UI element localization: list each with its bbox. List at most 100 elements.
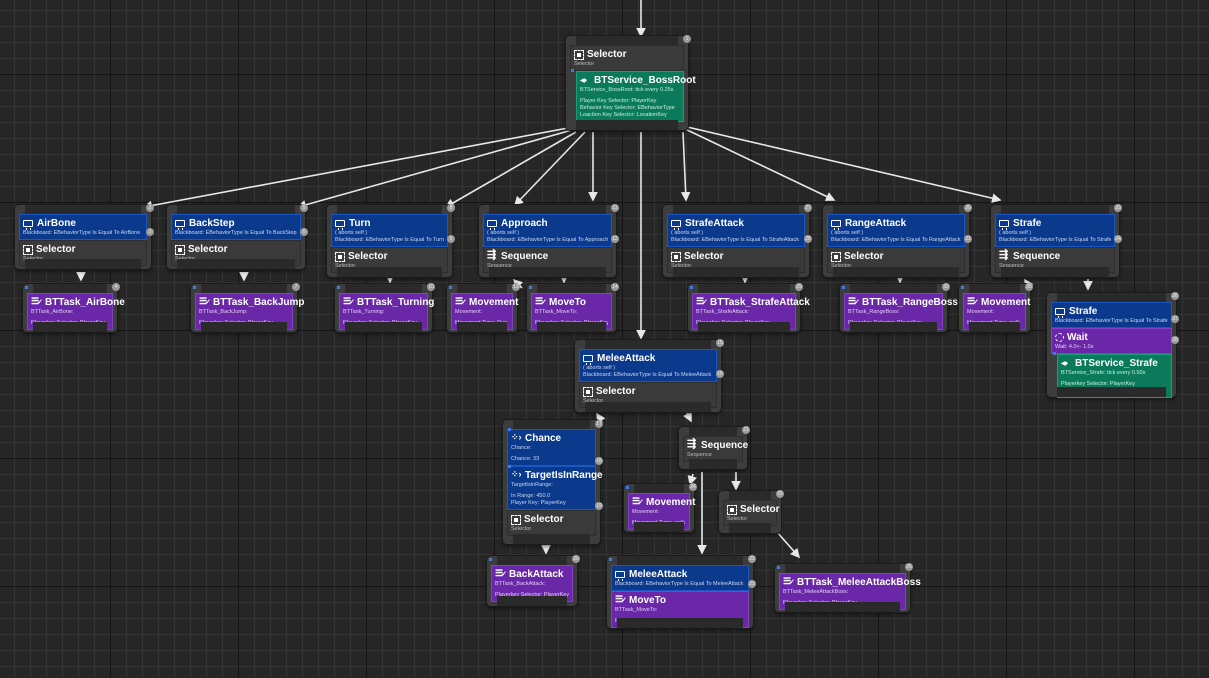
service-icon — [1061, 358, 1072, 371]
task-section[interactable]: BTTask_Turning BTTask_Turning: Playerkey… — [339, 293, 434, 330]
node-title: Sequence — [501, 251, 549, 262]
breakpoint-marker — [571, 69, 574, 72]
melee-sequence-node[interactable]: 21 Sequence Sequence — [679, 426, 750, 469]
node-detail: Movement: — [455, 309, 483, 315]
composite-selector[interactable]: Selector Selector — [667, 247, 805, 273]
root-selector-node[interactable]: 1 Selector Selector BTService_BossRoot B… — [566, 35, 696, 130]
node-detail: BTTask_Turning: — [343, 309, 385, 315]
task-section[interactable]: BTTask_MeleeAttackBoss BTTask_MeleeAttac… — [779, 573, 921, 610]
node-title: Chance — [525, 433, 562, 444]
approach-movement-node[interactable]: 13 Movement Movement: Movement Type: Run — [447, 283, 520, 332]
task-section[interactable]: MoveTo BTTask_MoveTo: Playerkey Selector… — [531, 293, 612, 330]
composite-selector[interactable]: Selector Selector — [827, 247, 965, 273]
node-detail: Wait: 4.0+- 1.0s — [1055, 344, 1094, 350]
execution-index-badge: 35 — [1025, 283, 1033, 291]
melee-selector-node[interactable]: 25 Selector Selector — [719, 490, 784, 533]
meleeattack-node[interactable]: 15 16 MeleeAttack ( aborts self ) Blackb… — [575, 339, 724, 412]
composite-selector[interactable]: Selector Selector — [19, 240, 147, 266]
execution-index-badge: 32 — [942, 283, 950, 291]
execution-index-badge: 19 — [595, 502, 603, 510]
turn-node[interactable]: 8 9 Turn ( aborts self ) Blackboard: EBe… — [327, 204, 455, 277]
task-strafeattack-node[interactable]: 29 BTTask_StrafeAttack BTTask_StrafeAtta… — [688, 283, 810, 332]
execution-index-badge: 17 — [595, 420, 603, 428]
task-airbone-node[interactable]: 4 BTTask_AirBone BTTask_AirBone: Playerk… — [23, 283, 125, 332]
task-section[interactable]: Movement Movement: Movement Type: walk — [963, 293, 1030, 330]
node-detail: BTService_BossRoot: tick every 0.25s — [580, 87, 674, 93]
melee-movement-node[interactable]: 24 Movement Movement: Movement Type: wal… — [624, 483, 697, 532]
composite-sequence[interactable]: Sequence Sequence — [995, 247, 1115, 273]
selector-icon — [175, 244, 185, 255]
task-turning-node[interactable]: 10 BTTask_Turning BTTask_Turning: Player… — [335, 283, 435, 332]
airbone-node[interactable]: 2 3 AirBone Blackboard: EBehaviorType Is… — [15, 204, 154, 269]
decorator-targetisinrange[interactable]: TargetIsInRange TargetIsInRange: In Rang… — [507, 465, 603, 510]
decorator-blackboard[interactable]: Approach ( aborts self ) Blackboard: EBe… — [483, 214, 612, 247]
node-subtitle: Sequence — [487, 263, 512, 269]
task-section[interactable]: BTTask_RangeBoss BTTask_RangeBoss: Playe… — [844, 293, 958, 330]
node-title: Selector — [36, 244, 76, 255]
blackboard-icon — [1055, 308, 1065, 318]
node-title: BackAttack — [509, 569, 564, 580]
decorator-blackboard[interactable]: Strafe Blackboard: EBehaviorType Is Equa… — [1051, 302, 1172, 328]
strafe-wait-node[interactable]: 36 37 38 Strafe Blackboard: EBehaviorTyp… — [1047, 292, 1179, 398]
composite-selector[interactable]: Selector Selector — [171, 240, 301, 266]
node-detail: Player Key: PlayerKey — [511, 500, 566, 506]
composite-selector[interactable]: Selector Selector — [570, 45, 684, 71]
decorator-blackboard[interactable]: Turn ( aborts self ) Blackboard: EBehavi… — [331, 214, 448, 247]
decorator-blackboard[interactable]: Strafe ( aborts self ) Blackboard: EBeha… — [995, 214, 1115, 247]
wire-root-strafe — [682, 125, 1002, 203]
task-backjump-node[interactable]: 7 BTTask_BackJump BTTask_BackJump: Playe… — [191, 283, 305, 332]
strafe-node[interactable]: 33 34 Strafe ( aborts self ) Blackboard:… — [991, 204, 1122, 277]
decorator-blackboard[interactable]: MeleeAttack ( aborts self ) Blackboard: … — [579, 349, 717, 382]
melee-moveto-node[interactable]: 22 23 MeleeAttack Blackboard: EBehaviorT… — [607, 555, 756, 628]
composite-sequence[interactable]: Sequence Sequence — [683, 436, 748, 462]
task-section[interactable]: BTTask_AirBone BTTask_AirBone: Playerkey… — [27, 293, 125, 330]
node-title: Movement — [646, 497, 696, 508]
task-wait[interactable]: Wait Wait: 4.0+- 1.0s — [1051, 328, 1172, 354]
task-section[interactable]: BTTask_StrafeAttack BTTask_StrafeAttack:… — [692, 293, 810, 330]
task-meleeattackboss-node[interactable]: 26 BTTask_MeleeAttackBoss BTTask_MeleeAt… — [775, 563, 921, 612]
node-subtitle: Selector — [583, 398, 604, 404]
execution-index-badge: 33 — [1114, 204, 1122, 212]
decorator-chance[interactable]: Chance Chance: Chance: 33 — [507, 428, 596, 466]
strafe-movement-node[interactable]: 35 Movement Movement: Movement Type: wal… — [959, 283, 1033, 332]
task-section[interactable]: BackAttack BTTask_BackAttack: Playerkey … — [491, 565, 573, 602]
chance-range-node[interactable]: 17 18 19 Chance Chance: Chance: 33 Targe… — [503, 420, 603, 544]
execution-index-badge: 13 — [512, 283, 520, 291]
approach-moveto-node[interactable]: 14 MoveTo BTTask_MoveTo: Playerkey Selec… — [527, 283, 619, 332]
node-detail: BTTask_StrafeAttack: — [696, 309, 749, 315]
task-section[interactable]: Movement Movement: Movement Type: walk — [628, 493, 695, 530]
composite-selector[interactable]: Selector Selector — [579, 382, 717, 408]
execution-index-badge: 36 — [1171, 292, 1179, 300]
node-title: Selector — [188, 244, 228, 255]
task-section[interactable]: BTTask_BackJump BTTask_BackJump: Playerk… — [195, 293, 305, 330]
selector-icon — [574, 49, 584, 60]
task-section[interactable]: Movement Movement: Movement Type: Run — [451, 293, 518, 330]
composite-selector[interactable]: Selector Selector — [331, 247, 448, 273]
decorator-blackboard[interactable]: RangeAttack ( aborts self ) Blackboard: … — [827, 214, 965, 247]
node-detail: ( aborts self ) — [999, 230, 1032, 236]
backstep-node[interactable]: 5 6 BackStep Blackboard: EBehaviorType I… — [167, 204, 308, 269]
approach-node[interactable]: 11 12 Approach ( aborts self ) Blackboar… — [479, 204, 619, 277]
node-title: MeleeAttack — [597, 353, 656, 364]
service-bossroot[interactable]: BTService_BossRoot BTService_BossRoot: t… — [571, 69, 696, 122]
decorator-blackboard[interactable]: BackStep Blackboard: EBehaviorType Is Eq… — [171, 214, 301, 240]
decorator-blackboard[interactable]: AirBone Blackboard: EBehaviorType Is Equ… — [19, 214, 147, 240]
task-rangeboss-node[interactable]: 32 BTTask_RangeBoss BTTask_RangeBoss: Pl… — [840, 283, 958, 332]
breakpoint-marker — [690, 286, 693, 289]
composite-sequence[interactable]: Sequence Sequence — [483, 247, 612, 273]
task-moveto[interactable]: MoveTo BTTask_MoveTo: Playerkey Selector… — [611, 591, 749, 628]
composite-selector[interactable]: Selector Selector — [723, 500, 779, 526]
execution-index-badge: 28 — [804, 235, 812, 243]
service-icon — [580, 75, 591, 88]
execution-index-badge: 9 — [447, 235, 455, 243]
strafeattack-node[interactable]: 27 28 StrafeAttack ( aborts self ) Black… — [663, 204, 812, 277]
selector-icon — [671, 251, 681, 262]
task-backattack-node[interactable]: 20 BackAttack BTTask_BackAttack: Playerk… — [487, 555, 580, 606]
node-detail: Behavior Key Selector: EBehaviorType — [580, 105, 675, 111]
rangeattack-node[interactable]: 30 31 RangeAttack ( aborts self ) Blackb… — [823, 204, 972, 277]
decorator-blackboard[interactable]: StrafeAttack ( aborts self ) Blackboard:… — [667, 214, 805, 247]
service-strafe[interactable]: BTService_Strafe BTService_Strafe: tick … — [1053, 352, 1172, 398]
decorator-blackboard[interactable]: MeleeAttack Blackboard: EBehaviorType Is… — [611, 565, 749, 591]
breakpoint-marker — [1053, 352, 1056, 355]
composite-selector[interactable]: Selector Selector — [507, 510, 596, 536]
